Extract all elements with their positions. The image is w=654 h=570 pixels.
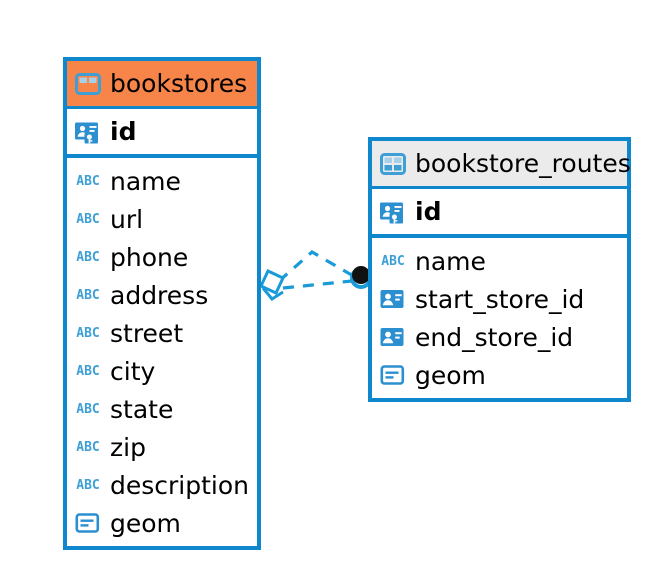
- field-row-name[interactable]: ABC name: [67, 162, 257, 200]
- field-row-url[interactable]: ABC url: [67, 200, 257, 238]
- table-icon: [75, 71, 101, 97]
- field-label: state: [110, 394, 174, 424]
- foreign-key-icon: [380, 286, 406, 312]
- entity-title: bookstore_routes: [415, 149, 631, 178]
- relationship-line-upper[interactable]: [277, 250, 356, 283]
- foreign-key-icon: [380, 324, 406, 350]
- field-label: address: [110, 280, 209, 310]
- entity-bookstore-routes[interactable]: bookstore_routes: [368, 137, 631, 402]
- primary-key-section-bookstore-routes: id: [372, 186, 627, 238]
- diamond-marker[interactable]: [259, 269, 285, 301]
- primary-key-icon: [380, 199, 406, 225]
- text-type-icon: ABC: [76, 401, 100, 417]
- field-label: geom: [110, 508, 181, 538]
- field-label: end_store_id: [415, 322, 574, 352]
- text-type-icon: ABC: [76, 287, 100, 303]
- field-label: name: [110, 166, 181, 196]
- text-type-icon: ABC: [76, 363, 100, 379]
- field-label: name: [415, 246, 486, 276]
- field-row-phone[interactable]: ABC phone: [67, 238, 257, 276]
- field-row-city[interactable]: ABC city: [67, 352, 257, 390]
- fields-section-bookstore-routes: ABC name start_store_id: [372, 238, 627, 398]
- relationship-line-lower[interactable]: [282, 279, 353, 290]
- field-row-name[interactable]: ABC name: [372, 242, 627, 280]
- field-label: street: [110, 318, 184, 348]
- field-label: zip: [110, 432, 146, 462]
- field-row-address[interactable]: ABC address: [67, 276, 257, 314]
- field-row-id[interactable]: id: [67, 109, 257, 154]
- primary-key-icon: [75, 119, 101, 145]
- field-label: id: [110, 117, 137, 146]
- field-row-start-store-id[interactable]: start_store_id: [372, 280, 627, 318]
- geometry-type-icon: [380, 362, 406, 388]
- field-row-description[interactable]: ABC description: [67, 466, 257, 504]
- text-type-icon: ABC: [76, 477, 100, 493]
- field-label: city: [110, 356, 156, 386]
- text-type-icon: ABC: [76, 173, 100, 189]
- field-row-state[interactable]: ABC state: [67, 390, 257, 428]
- fields-section-bookstores: ABC name ABC url ABC phone ABC address ABC st…: [67, 158, 257, 546]
- field-row-end-store-id[interactable]: end_store_id: [372, 318, 627, 356]
- geometry-type-icon: [75, 510, 101, 536]
- field-label: start_store_id: [415, 284, 585, 314]
- entity-header-bookstore-routes[interactable]: bookstore_routes: [372, 141, 631, 186]
- text-type-icon: ABC: [76, 211, 100, 227]
- text-type-icon: ABC: [76, 249, 100, 265]
- field-label: id: [415, 197, 442, 226]
- field-label: phone: [110, 242, 189, 272]
- entity-title: bookstores: [110, 69, 248, 98]
- field-label: geom: [415, 360, 486, 390]
- field-row-zip[interactable]: ABC zip: [67, 428, 257, 466]
- entity-header-bookstores[interactable]: bookstores: [67, 61, 257, 106]
- field-row-id[interactable]: id: [372, 189, 627, 234]
- field-row-geom[interactable]: geom: [67, 504, 257, 542]
- text-type-icon: ABC: [381, 253, 405, 269]
- entity-bookstores[interactable]: bookstores id: [63, 57, 261, 550]
- field-row-geom[interactable]: geom: [372, 356, 627, 394]
- field-label: description: [110, 470, 250, 500]
- text-type-icon: ABC: [76, 325, 100, 341]
- field-row-street[interactable]: ABC street: [67, 314, 257, 352]
- text-type-icon: ABC: [76, 439, 100, 455]
- table-icon: [380, 151, 406, 177]
- field-label: url: [110, 204, 144, 234]
- primary-key-section-bookstores: id: [67, 106, 257, 158]
